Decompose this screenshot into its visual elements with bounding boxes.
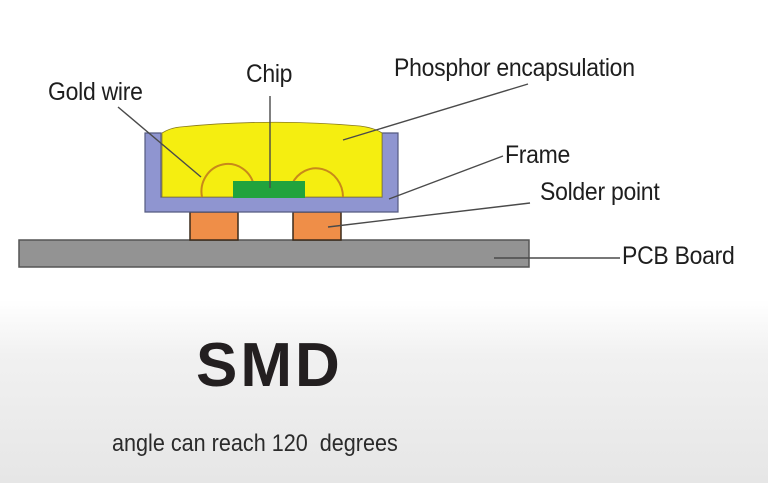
solder-point-left bbox=[189, 211, 239, 241]
label-pcb-board: PCB Board bbox=[622, 242, 735, 270]
caption-title: SMD bbox=[196, 331, 343, 400]
label-frame: Frame bbox=[505, 141, 571, 169]
leader-frame bbox=[388, 155, 504, 200]
gold-wire-right bbox=[291, 167, 344, 198]
chip bbox=[233, 181, 305, 198]
leader-solder bbox=[327, 202, 531, 228]
label-gold-wire: Gold wire bbox=[48, 78, 143, 106]
phosphor-encapsulation bbox=[161, 121, 383, 198]
caption-area bbox=[0, 300, 768, 483]
pcb-board bbox=[18, 239, 530, 268]
label-solder-point: Solder point bbox=[540, 178, 660, 206]
gold-wire-left bbox=[200, 162, 255, 198]
smd-cross-section bbox=[18, 83, 620, 268]
caption-subtitle: angle can reach 120 degrees bbox=[112, 430, 398, 457]
label-phosphor-encapsulation: Phosphor encapsulation bbox=[394, 54, 635, 82]
leader-gold-wire bbox=[117, 106, 202, 178]
label-chip: Chip bbox=[246, 60, 293, 88]
smd-led-diagram: Gold wire Chip Phosphor encapsulation Fr… bbox=[18, 54, 735, 270]
leader-phosphor bbox=[342, 83, 529, 141]
